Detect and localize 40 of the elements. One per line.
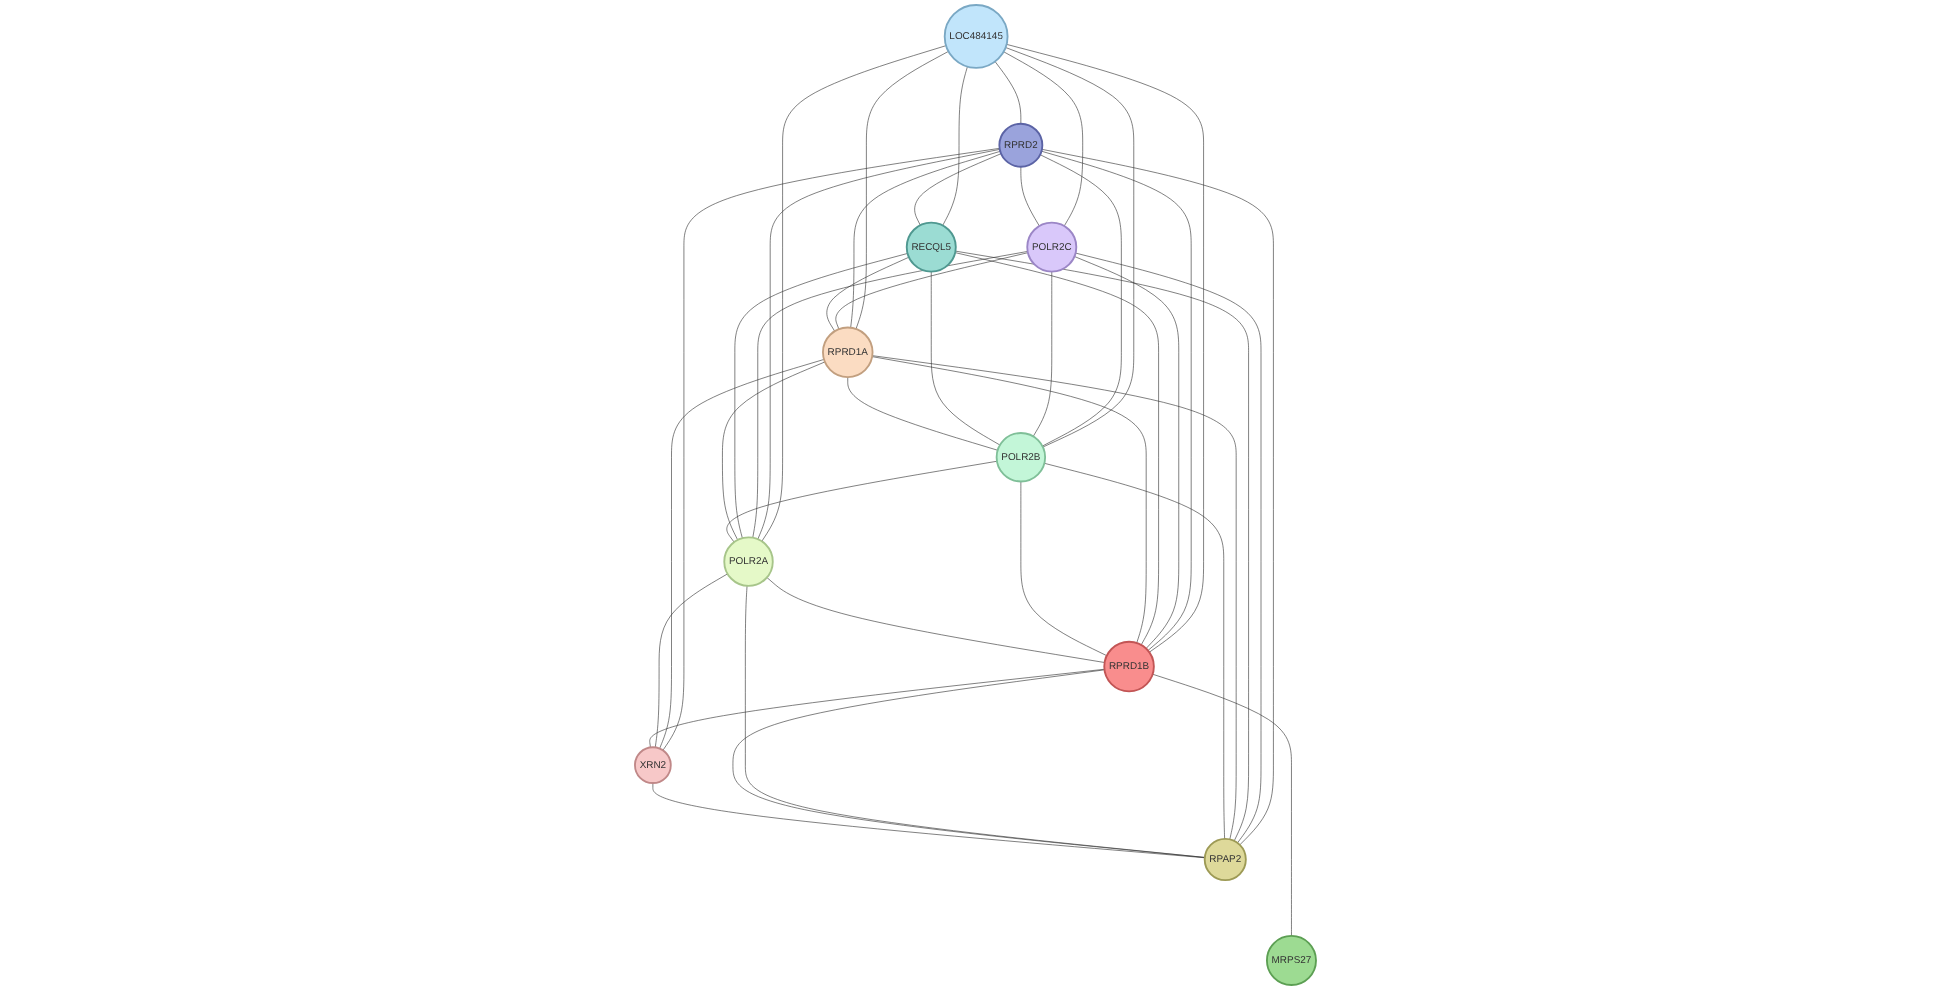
connector (856, 51, 950, 330)
connector (722, 361, 826, 541)
connector (653, 782, 1206, 859)
connector (955, 252, 1160, 646)
connector (1021, 166, 1041, 227)
connector (752, 251, 1029, 539)
connector (850, 151, 1002, 328)
connector (655, 573, 729, 748)
connector (1006, 44, 1205, 653)
connector (758, 149, 1001, 540)
connector (727, 460, 998, 543)
connector (1044, 463, 1226, 840)
connector (1074, 256, 1180, 649)
connector (942, 66, 969, 226)
connector (1040, 154, 1123, 447)
connector (1033, 271, 1053, 437)
connector (872, 355, 1237, 840)
connector (872, 356, 1147, 644)
connector (914, 153, 1002, 226)
connector (745, 585, 1206, 858)
connector (827, 256, 910, 332)
connector (1075, 252, 1262, 844)
connector (931, 271, 1001, 446)
connector (1021, 481, 1108, 656)
connector (735, 253, 909, 539)
connector (659, 359, 825, 749)
connector (1005, 47, 1135, 448)
connector (1041, 150, 1192, 651)
connector (733, 669, 1206, 858)
connector (836, 252, 1029, 330)
connector (1152, 673, 1293, 937)
connector (761, 45, 947, 542)
connector (955, 250, 1250, 842)
connector (1003, 51, 1084, 227)
connector (1042, 149, 1275, 846)
connector (847, 376, 999, 451)
connector (663, 148, 1001, 751)
connector (995, 61, 1022, 125)
connector (767, 577, 1106, 663)
connector (649, 668, 1106, 748)
